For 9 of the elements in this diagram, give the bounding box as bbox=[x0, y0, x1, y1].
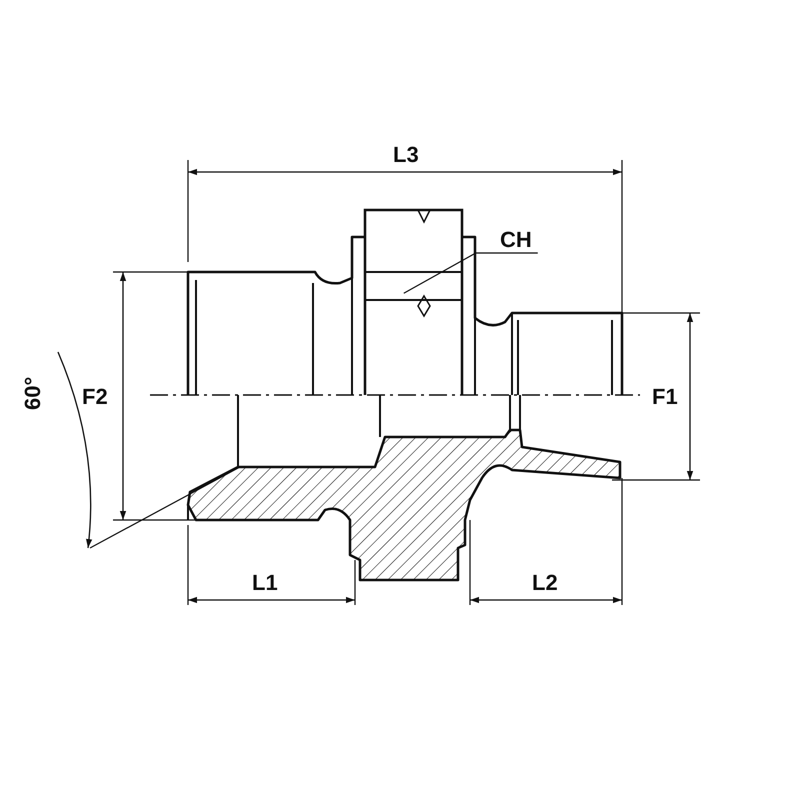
hex-nut-drawing bbox=[364, 208, 464, 395]
dimension-label: 60° bbox=[22, 376, 44, 410]
dimension-label: F2 bbox=[82, 386, 108, 408]
dimension-label: L3 bbox=[393, 144, 419, 166]
callout-label: CH bbox=[500, 229, 532, 251]
dimension-label: L2 bbox=[532, 572, 558, 594]
dimension-label: L1 bbox=[252, 572, 278, 594]
dimension-label: F1 bbox=[652, 386, 678, 408]
leader-line bbox=[404, 252, 538, 294]
